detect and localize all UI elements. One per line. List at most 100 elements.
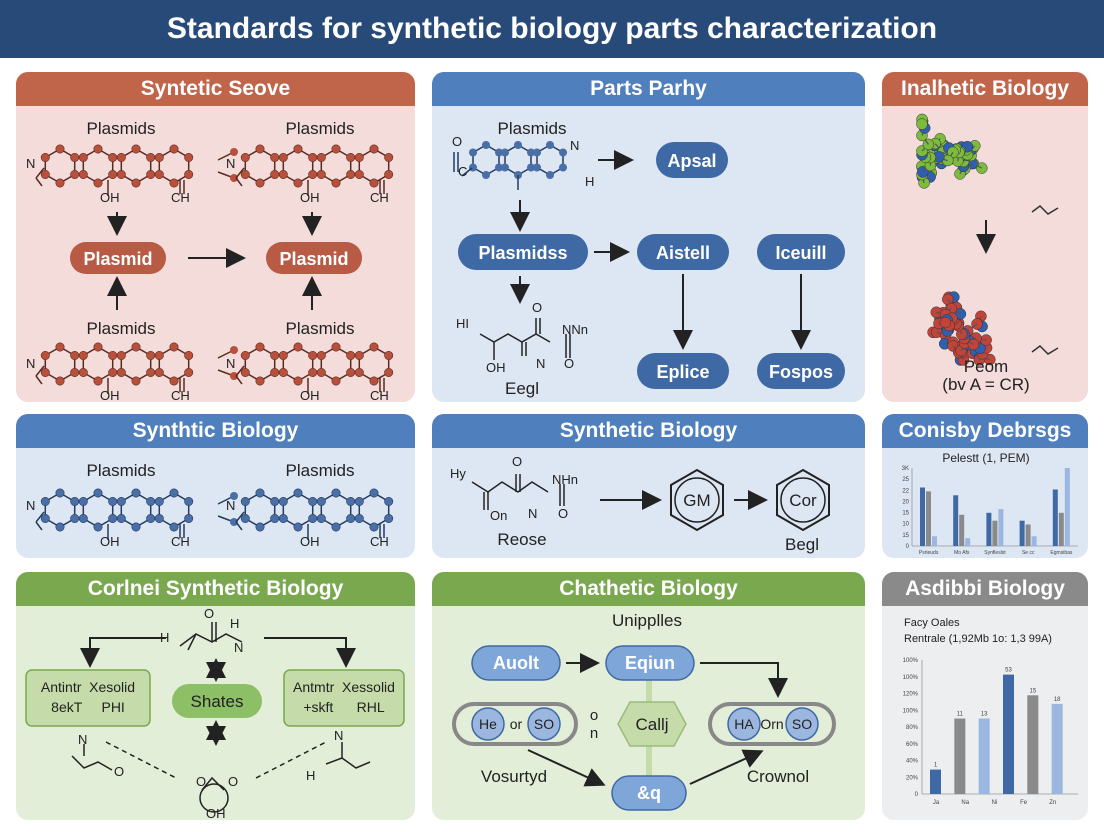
atom-label: N (226, 156, 235, 171)
bar-chart: Pelestt (1, PEM) 3K2522201510150Psrieuds… (902, 451, 1078, 556)
eplice-label: Eplice (656, 362, 709, 382)
plasmid-pill (70, 242, 166, 274)
circle-orn-label: Orn (760, 716, 783, 732)
calli-hexagon (617, 701, 687, 747)
atom-label: N (334, 728, 343, 743)
membrane-right (708, 702, 836, 746)
ring-circle (674, 477, 720, 523)
x-tick-label: Fe (1020, 800, 1028, 806)
x-tick-label: Na (961, 800, 969, 806)
bar (965, 538, 971, 546)
circle-so-label: SO (792, 716, 812, 732)
label-plasmids: Plasmids (286, 119, 355, 138)
atom-label: OH (100, 534, 120, 549)
atom-label: N (226, 498, 235, 513)
protein-box-left (25, 669, 151, 727)
plasmidss-label: Plasmidss (478, 243, 567, 263)
plasmid-molecule (235, 488, 394, 540)
protein-structure: Peom (bv A = CR) (916, 113, 1059, 394)
circle-ha-label: HA (734, 716, 754, 732)
bottom-pill-label: &q (637, 783, 661, 803)
bar (1064, 468, 1070, 546)
y-tick-label: 15 (902, 511, 909, 517)
fospos-pill (757, 353, 845, 389)
begl-label: Begl (785, 535, 819, 554)
bar (1058, 512, 1064, 546)
x-tick-label: Mo Afs (954, 550, 970, 556)
atom-label: Hy (450, 466, 466, 481)
atom-label: O (532, 300, 542, 315)
x-tick-label: Ni (992, 800, 998, 806)
atom-label: H (585, 174, 594, 189)
plasmid-molecule (35, 488, 238, 540)
bar (986, 512, 992, 546)
side-label: n (590, 725, 598, 742)
bar (1051, 703, 1063, 794)
shates-pill (172, 684, 262, 718)
data-label: 15 (1029, 688, 1036, 694)
bar (953, 495, 959, 546)
y-tick-label: 100% (903, 658, 919, 664)
atom-label: O (558, 506, 568, 521)
bottom-pill (611, 775, 687, 811)
ring-label: GM (683, 491, 710, 510)
label-plasmids: Plasmids (498, 119, 567, 138)
atom-label: OH (206, 806, 226, 820)
y-tick-label: 100% (903, 675, 919, 681)
eplice-pill (637, 353, 729, 389)
y-tick-label: 60% (906, 742, 919, 748)
panel-parts-parhy: Parts Parhy Plasmids O C N H Apsal Plasm… (432, 72, 865, 402)
atom-label: O (228, 774, 238, 789)
bar (1027, 695, 1039, 794)
chain-molecule (479, 318, 571, 360)
protein-red-blue (927, 291, 1059, 366)
atom-label: O (564, 356, 574, 371)
atom-label: OH (300, 190, 320, 205)
atom-label: OH (100, 190, 120, 205)
label-plasmids: Plasmids (87, 461, 156, 480)
atom-label: CH (171, 190, 190, 205)
atom-label: OH (100, 388, 120, 402)
data-label: 13 (981, 711, 988, 717)
bar (978, 718, 990, 794)
atom-label: NNn (562, 322, 588, 337)
atom-label: OH (300, 534, 320, 549)
arrow-right-down (264, 637, 356, 668)
bar (1019, 520, 1025, 546)
atom-label: OH (300, 388, 320, 402)
side-label: o (590, 707, 598, 724)
y-tick-label: 25 (902, 477, 909, 483)
atom-label: N (234, 640, 243, 655)
eqiun-pill (605, 645, 695, 681)
hexagon-label: Callj (635, 715, 668, 734)
eqiun-label: Eqiun (625, 653, 675, 673)
panel-title: Chathetic Biology (432, 572, 865, 606)
data-label: 53 (1005, 668, 1012, 674)
circle-so-label: SO (534, 716, 554, 732)
regulation-diagram: H O H N Antintr Xesolid 8ekT PHI Antmtr … (25, 606, 405, 820)
atom-label: H (306, 768, 315, 783)
circle-ha (727, 707, 761, 741)
atom-label: O (452, 134, 462, 149)
ring-circle (780, 477, 826, 523)
atom-label: O (114, 764, 124, 779)
y-tick-label: 20% (906, 775, 919, 781)
small-molecule (71, 742, 371, 813)
y-tick-label: 10 (902, 522, 909, 528)
y-tick-label: 20 (902, 499, 909, 505)
x-tick-label: Synfleslst (984, 550, 1006, 556)
plasmid-molecule (235, 342, 394, 394)
x-tick-label: Ja (933, 800, 940, 806)
y-tick-label: 40% (906, 759, 919, 765)
bar (1003, 674, 1014, 794)
circle-so (527, 707, 561, 741)
plasmid-molecule (235, 144, 394, 196)
label-plasmids: Plasmids (286, 461, 355, 480)
atom-label: NHn (552, 472, 578, 487)
panel-chathetic-biology: Chathetic Biology Unipplles Auolt Eqiun … (432, 572, 865, 820)
aistell-pill (637, 234, 729, 270)
protein-formula: (bv A = CR) (942, 375, 1029, 394)
atom-label: H (230, 616, 239, 631)
panel-corlnei-synthetic-biology: Corlnei Synthetic Biology H O H N Antint… (16, 572, 415, 820)
